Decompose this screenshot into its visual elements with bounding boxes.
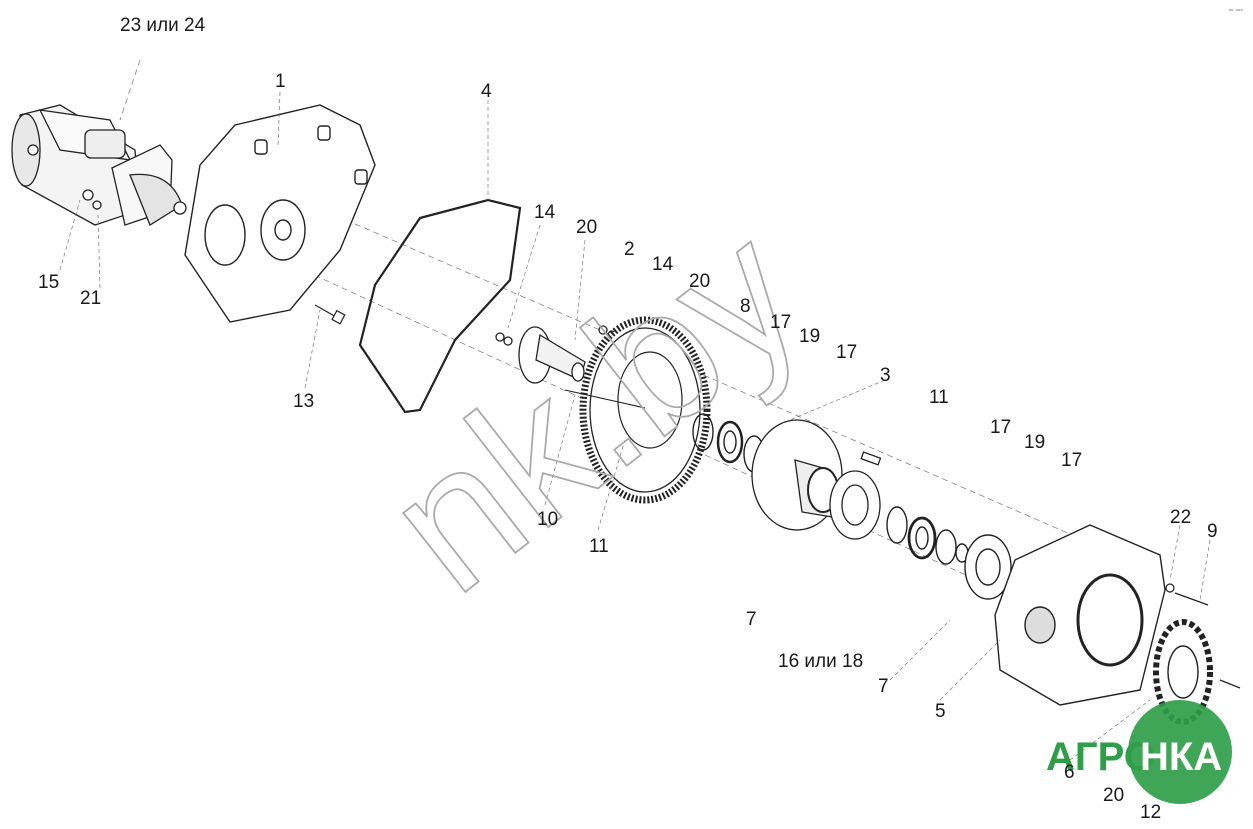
assembly-axis-lines [119, 59, 1131, 601]
callout-6: 6 [1064, 762, 1075, 783]
rings-and-bearings-right [886, 506, 1012, 600]
watermark-text: nk.by [350, 186, 838, 633]
agronka-logo: АГРО НКА [1046, 700, 1232, 804]
callout-17-d: 17 [1061, 450, 1083, 471]
callout-19-a: 19 [799, 326, 821, 347]
callout-7-lower: 7 [878, 676, 889, 697]
bolt-13 [314, 304, 346, 325]
callout-8: 8 [740, 296, 751, 317]
callout-22: 22 [1170, 507, 1192, 528]
callout-14-left: 14 [534, 202, 556, 223]
corner-mark: ᵃᵒ ᵒᵒᵒ [1228, 8, 1243, 15]
callout-10: 10 [537, 509, 559, 530]
callout-17-b: 17 [836, 342, 858, 363]
callout-21: 21 [80, 288, 102, 309]
starter-motor [11, 104, 187, 226]
callout-12: 12 [1140, 802, 1162, 823]
watermark: nk.by [349, 185, 839, 633]
callout-23-or-24: 23 или 24 [120, 15, 206, 36]
callout-15: 15 [38, 272, 60, 293]
callout-20-mid: 20 [689, 271, 711, 292]
ring-gear-11 [564, 316, 711, 504]
sprocket-6 [1153, 619, 1241, 725]
callout-9: 9 [1207, 521, 1218, 542]
callout-20-bottom: 20 [1103, 785, 1125, 806]
callout-14-right: 14 [652, 254, 674, 275]
leader-lines [59, 91, 1211, 761]
callout-11-left: 11 [589, 536, 609, 557]
housing-cover-5 [994, 524, 1166, 706]
callout-1: 1 [275, 71, 286, 92]
callout-17-c: 17 [990, 417, 1012, 438]
gasket-4 [358, 198, 522, 414]
gasket-plate-16-18 [829, 470, 881, 540]
callout-20-left: 20 [576, 217, 598, 238]
logo-text-right: НКА [1140, 735, 1222, 779]
callout-19-b: 19 [1024, 432, 1046, 453]
callout-5: 5 [935, 701, 946, 722]
logo-text-left: АГРО [1046, 735, 1155, 779]
callout-11-right: 11 [929, 387, 949, 408]
logo-circle [1128, 700, 1232, 804]
callout-13: 13 [293, 391, 315, 412]
callout-3: 3 [880, 365, 891, 386]
callout-7-upper: 7 [746, 609, 757, 630]
callout-2: 2 [624, 239, 635, 260]
bolt-9 [1165, 583, 1209, 606]
mounting-plate-1 [184, 104, 376, 323]
callout-16-or-18: 16 или 18 [778, 651, 864, 672]
callout-17-a: 17 [770, 312, 792, 333]
callout-4: 4 [481, 81, 492, 102]
